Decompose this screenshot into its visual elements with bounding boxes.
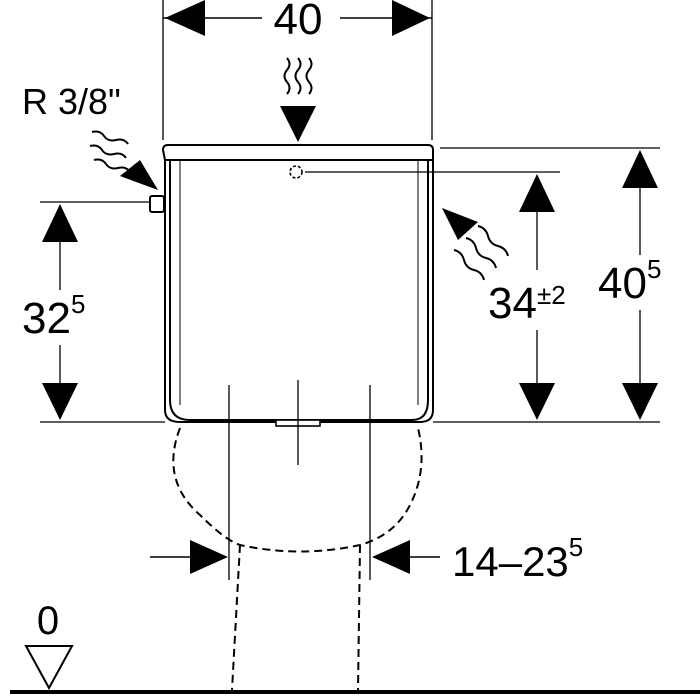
total-height-dimension <box>440 147 660 385</box>
right-inlet-arrow-top <box>519 174 555 212</box>
left-height-dimension <box>40 201 165 423</box>
left-height-arrow-bottom <box>42 383 78 420</box>
right-inlet-arrow-icon <box>442 208 478 240</box>
water-inlet-side-icon <box>89 130 131 173</box>
right-inlet-height-dimension <box>305 171 660 423</box>
width-label: 40 <box>274 0 323 44</box>
pan-range-arrows <box>150 540 440 574</box>
cistern-body <box>161 144 434 423</box>
left-height-label: 325 <box>22 289 85 343</box>
width-dimension-arrows <box>163 0 432 36</box>
water-inlet-right-icon <box>453 225 509 281</box>
wc-bowl-outline <box>172 427 423 691</box>
right-inlet-height-label: 34±2 <box>488 279 566 328</box>
total-height-arrow-bottom <box>622 383 658 420</box>
water-inlet-top-icon <box>283 57 313 95</box>
total-height-label: 405 <box>598 254 661 308</box>
top-inlet-arrow-icon <box>280 106 316 142</box>
total-height-arrow-top <box>622 150 658 188</box>
floor-level-marker-icon <box>24 645 74 691</box>
pan-range-label: 14–235 <box>452 532 583 585</box>
right-inlet-arrow-bottom <box>519 383 555 420</box>
floor-level-label: 0 <box>37 599 59 643</box>
side-inlet-arrow-icon <box>120 160 158 190</box>
left-height-arrow-top <box>42 204 78 242</box>
inlet-thread-label: R 3/8" <box>22 81 121 122</box>
width-extension-lines <box>162 0 433 140</box>
top-inlet-hole <box>289 165 303 179</box>
center-lines <box>228 380 371 580</box>
side-inlet-fitting <box>149 195 165 213</box>
